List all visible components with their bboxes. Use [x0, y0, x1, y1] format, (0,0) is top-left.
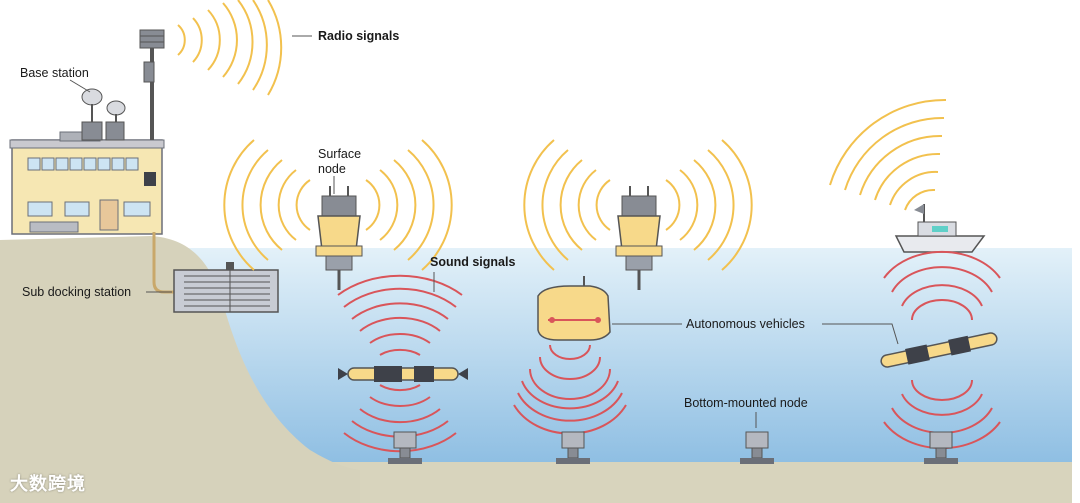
satellite-dish-icon	[106, 100, 126, 116]
surface-node-buoy-2	[615, 186, 663, 290]
radio-signals-label: Radio signals	[318, 29, 400, 43]
sub-docking-station	[173, 262, 279, 313]
sound-signals-label: Sound signals	[430, 255, 516, 269]
autonomous-vehicle-torpedo-1	[338, 366, 468, 382]
bottom-mounted-node-3	[740, 431, 774, 464]
antenna-icon	[139, 29, 165, 49]
watermark: 大数跨境	[10, 474, 86, 494]
base-station	[9, 29, 165, 235]
satellite-dish-icon	[81, 88, 103, 106]
boat	[894, 204, 986, 253]
radio-waves-boat	[829, 98, 947, 211]
bottom-mounted-node-label: Bottom-mounted node	[684, 396, 808, 410]
bottom-mounted-node-2	[556, 431, 590, 464]
radio-waves-node-2	[523, 139, 753, 271]
radio-waves-node-1	[223, 139, 453, 271]
base-station-leader	[69, 79, 91, 93]
autonomous-vehicles-leader-right	[822, 323, 899, 345]
surface-node-buoy-1	[315, 186, 363, 290]
autonomous-vehicle-glider	[537, 276, 611, 341]
shore-cliff	[0, 236, 360, 503]
surface-node-label-line1: Surface	[318, 147, 362, 161]
autonomous-vehicle-torpedo-2	[880, 332, 998, 368]
bottom-mounted-node-1	[388, 431, 422, 464]
bottom-mounted-node-4	[924, 431, 958, 464]
radio-waves-tower	[177, 0, 283, 96]
autonomous-vehicles-label: Autonomous vehicles	[686, 317, 805, 331]
base-station-label: Base station	[20, 66, 89, 80]
surface-node-label-line2: node	[318, 162, 346, 176]
sub-docking-station-label: Sub docking station	[22, 285, 132, 299]
